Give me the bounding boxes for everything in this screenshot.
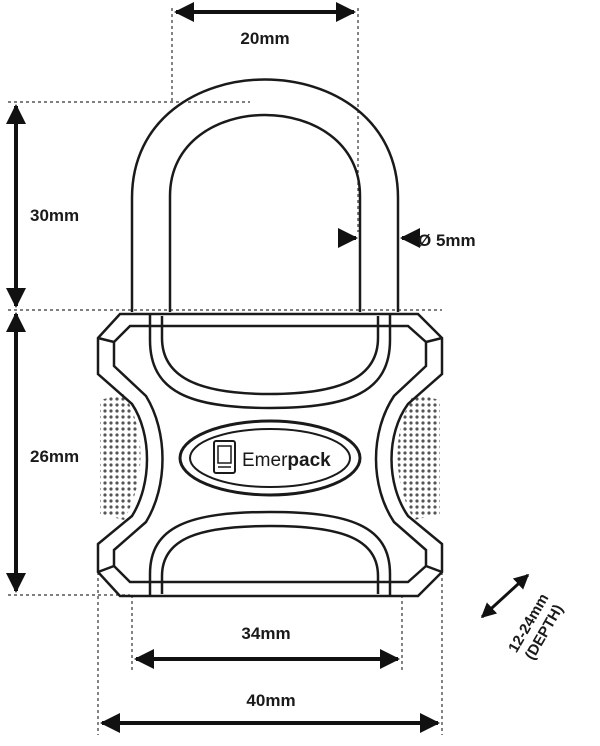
label-inner-width: 34mm (241, 624, 290, 643)
brand-badge: Emerpack (178, 419, 362, 497)
left-grip-dots (100, 394, 141, 520)
arrow-depth (480, 573, 530, 619)
brand-name-part1: Emer (242, 450, 288, 471)
brand-logo-icon (213, 440, 236, 474)
label-shackle-width: 20mm (240, 29, 289, 48)
brand-name-part2: pack (287, 450, 331, 471)
label-body-height: 26mm (30, 447, 79, 466)
shackle (130, 78, 400, 312)
dimension-labels: 20mm 30mm Ø 5mm 26mm 34mm 40mm 12-24mm (… (30, 29, 567, 710)
right-grip-dots (397, 394, 440, 520)
lock-body (96, 312, 444, 598)
label-shackle-diameter: Ø 5mm (418, 231, 476, 250)
label-body-width: 40mm (246, 691, 295, 710)
label-shackle-height: 30mm (30, 206, 79, 225)
dimension-arrows (6, 2, 530, 733)
extension-lines (8, 8, 443, 735)
svg-text:Emerpack: Emerpack (242, 450, 331, 471)
